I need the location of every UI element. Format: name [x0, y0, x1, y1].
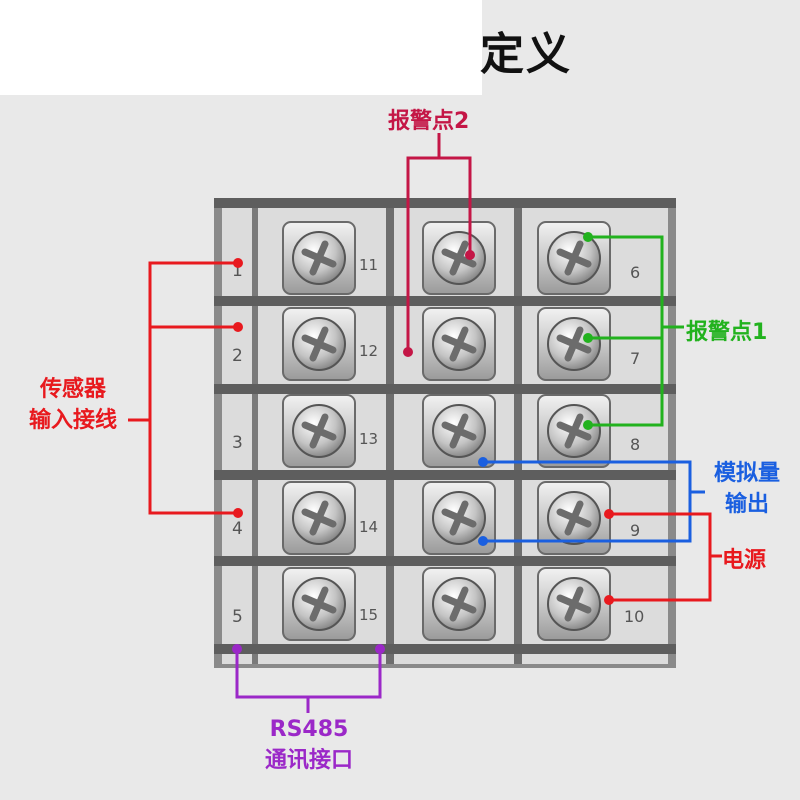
separator-rib — [214, 296, 676, 306]
rs485-label-line1: RS485 — [269, 717, 349, 742]
terminal-number: 10 — [624, 607, 644, 626]
screw-slot — [301, 326, 337, 362]
alarm2-label: 报警点2 — [388, 109, 470, 134]
screw-slot — [556, 413, 592, 449]
rs485-label-line2: 通讯接口 — [264, 748, 353, 773]
terminal-number: 11 — [359, 256, 378, 274]
terminal-number: 9 — [630, 521, 640, 540]
analog-label-line2: 输出 — [724, 492, 769, 517]
header-cover — [0, 0, 482, 95]
screw-slot — [441, 586, 477, 622]
power-label: 电源 — [722, 548, 767, 573]
screw-slot — [301, 413, 337, 449]
screw-slot — [301, 586, 337, 622]
screw-slot — [556, 586, 592, 622]
sensor-label-line1: 传感器 — [39, 377, 106, 402]
terminal-number: 13 — [359, 430, 378, 448]
terminal-number: 6 — [630, 263, 640, 282]
sensor-label: 传感器 输入接线 — [16, 374, 130, 436]
analog-label-line1: 模拟量 — [713, 461, 780, 486]
terminal-number: 2 — [232, 346, 243, 366]
alarm1-label: 报警点1 — [686, 320, 768, 345]
separator-rib — [214, 644, 676, 654]
screw-slot — [556, 326, 592, 362]
page-title: 定义 — [480, 29, 572, 80]
terminal-number: 15 — [359, 606, 378, 624]
analog-label: 模拟量 输出 — [704, 458, 790, 520]
screw-grid — [282, 221, 611, 641]
screw-slot — [556, 240, 592, 276]
separator-rib — [214, 198, 676, 208]
terminal-number: 3 — [232, 433, 243, 453]
terminal-block: 1 2 3 4 5 11 12 13 14 15 6 7 8 9 10 — [214, 198, 676, 668]
sensor-label-line2: 输入接线 — [28, 408, 117, 433]
separator-rib — [214, 556, 676, 566]
terminal-number: 12 — [359, 342, 378, 360]
separator-rib — [214, 384, 676, 394]
column-divider-right — [514, 198, 522, 664]
screw-slot — [301, 500, 337, 536]
screw-slot — [441, 413, 477, 449]
screw-slot — [301, 240, 337, 276]
column-divider-left — [252, 198, 258, 664]
separator-rib — [214, 470, 676, 480]
rs485-label: RS485 通讯接口 — [244, 714, 374, 776]
terminal-number: 7 — [630, 349, 640, 368]
terminal-number: 1 — [232, 261, 243, 281]
terminal-number: 14 — [359, 518, 378, 536]
terminal-number: 5 — [232, 607, 243, 627]
terminal-number: 4 — [232, 519, 243, 539]
screw-slot — [441, 500, 477, 536]
terminal-number: 8 — [630, 435, 640, 454]
column-divider-middle — [386, 198, 394, 664]
